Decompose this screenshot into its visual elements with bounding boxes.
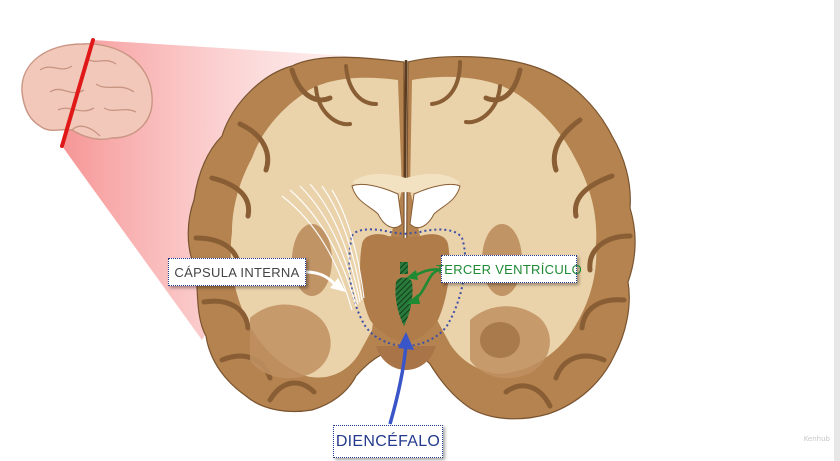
label-tercer-ventriculo: TERCER VENTRÍCULO	[436, 255, 582, 283]
right-lateral-ventricle	[409, 183, 461, 229]
diencefalo-arrowhead	[398, 332, 414, 350]
coronal-section	[187, 56, 636, 420]
right-frame-edge	[834, 0, 840, 461]
internal-capsule-fibers	[281, 183, 365, 311]
left-lateral-ventricle	[351, 183, 403, 229]
capsula-arrowhead	[330, 278, 346, 292]
third-ventricle-upper	[400, 262, 408, 274]
cut-plane-line	[60, 38, 95, 148]
label-capsula-interna: CÁPSULA INTERNA	[168, 258, 306, 286]
ventricle-arrowhead-upper	[406, 270, 418, 280]
lateral-brain-thumbnail	[21, 43, 153, 140]
third-ventricle	[395, 277, 413, 326]
ventricle-arrowhead-lower	[406, 294, 420, 304]
label-diencefalo: DIENCÉFALO	[333, 425, 443, 458]
diencefalo-arrow	[388, 343, 408, 425]
watermark: Kenhub	[803, 435, 830, 443]
